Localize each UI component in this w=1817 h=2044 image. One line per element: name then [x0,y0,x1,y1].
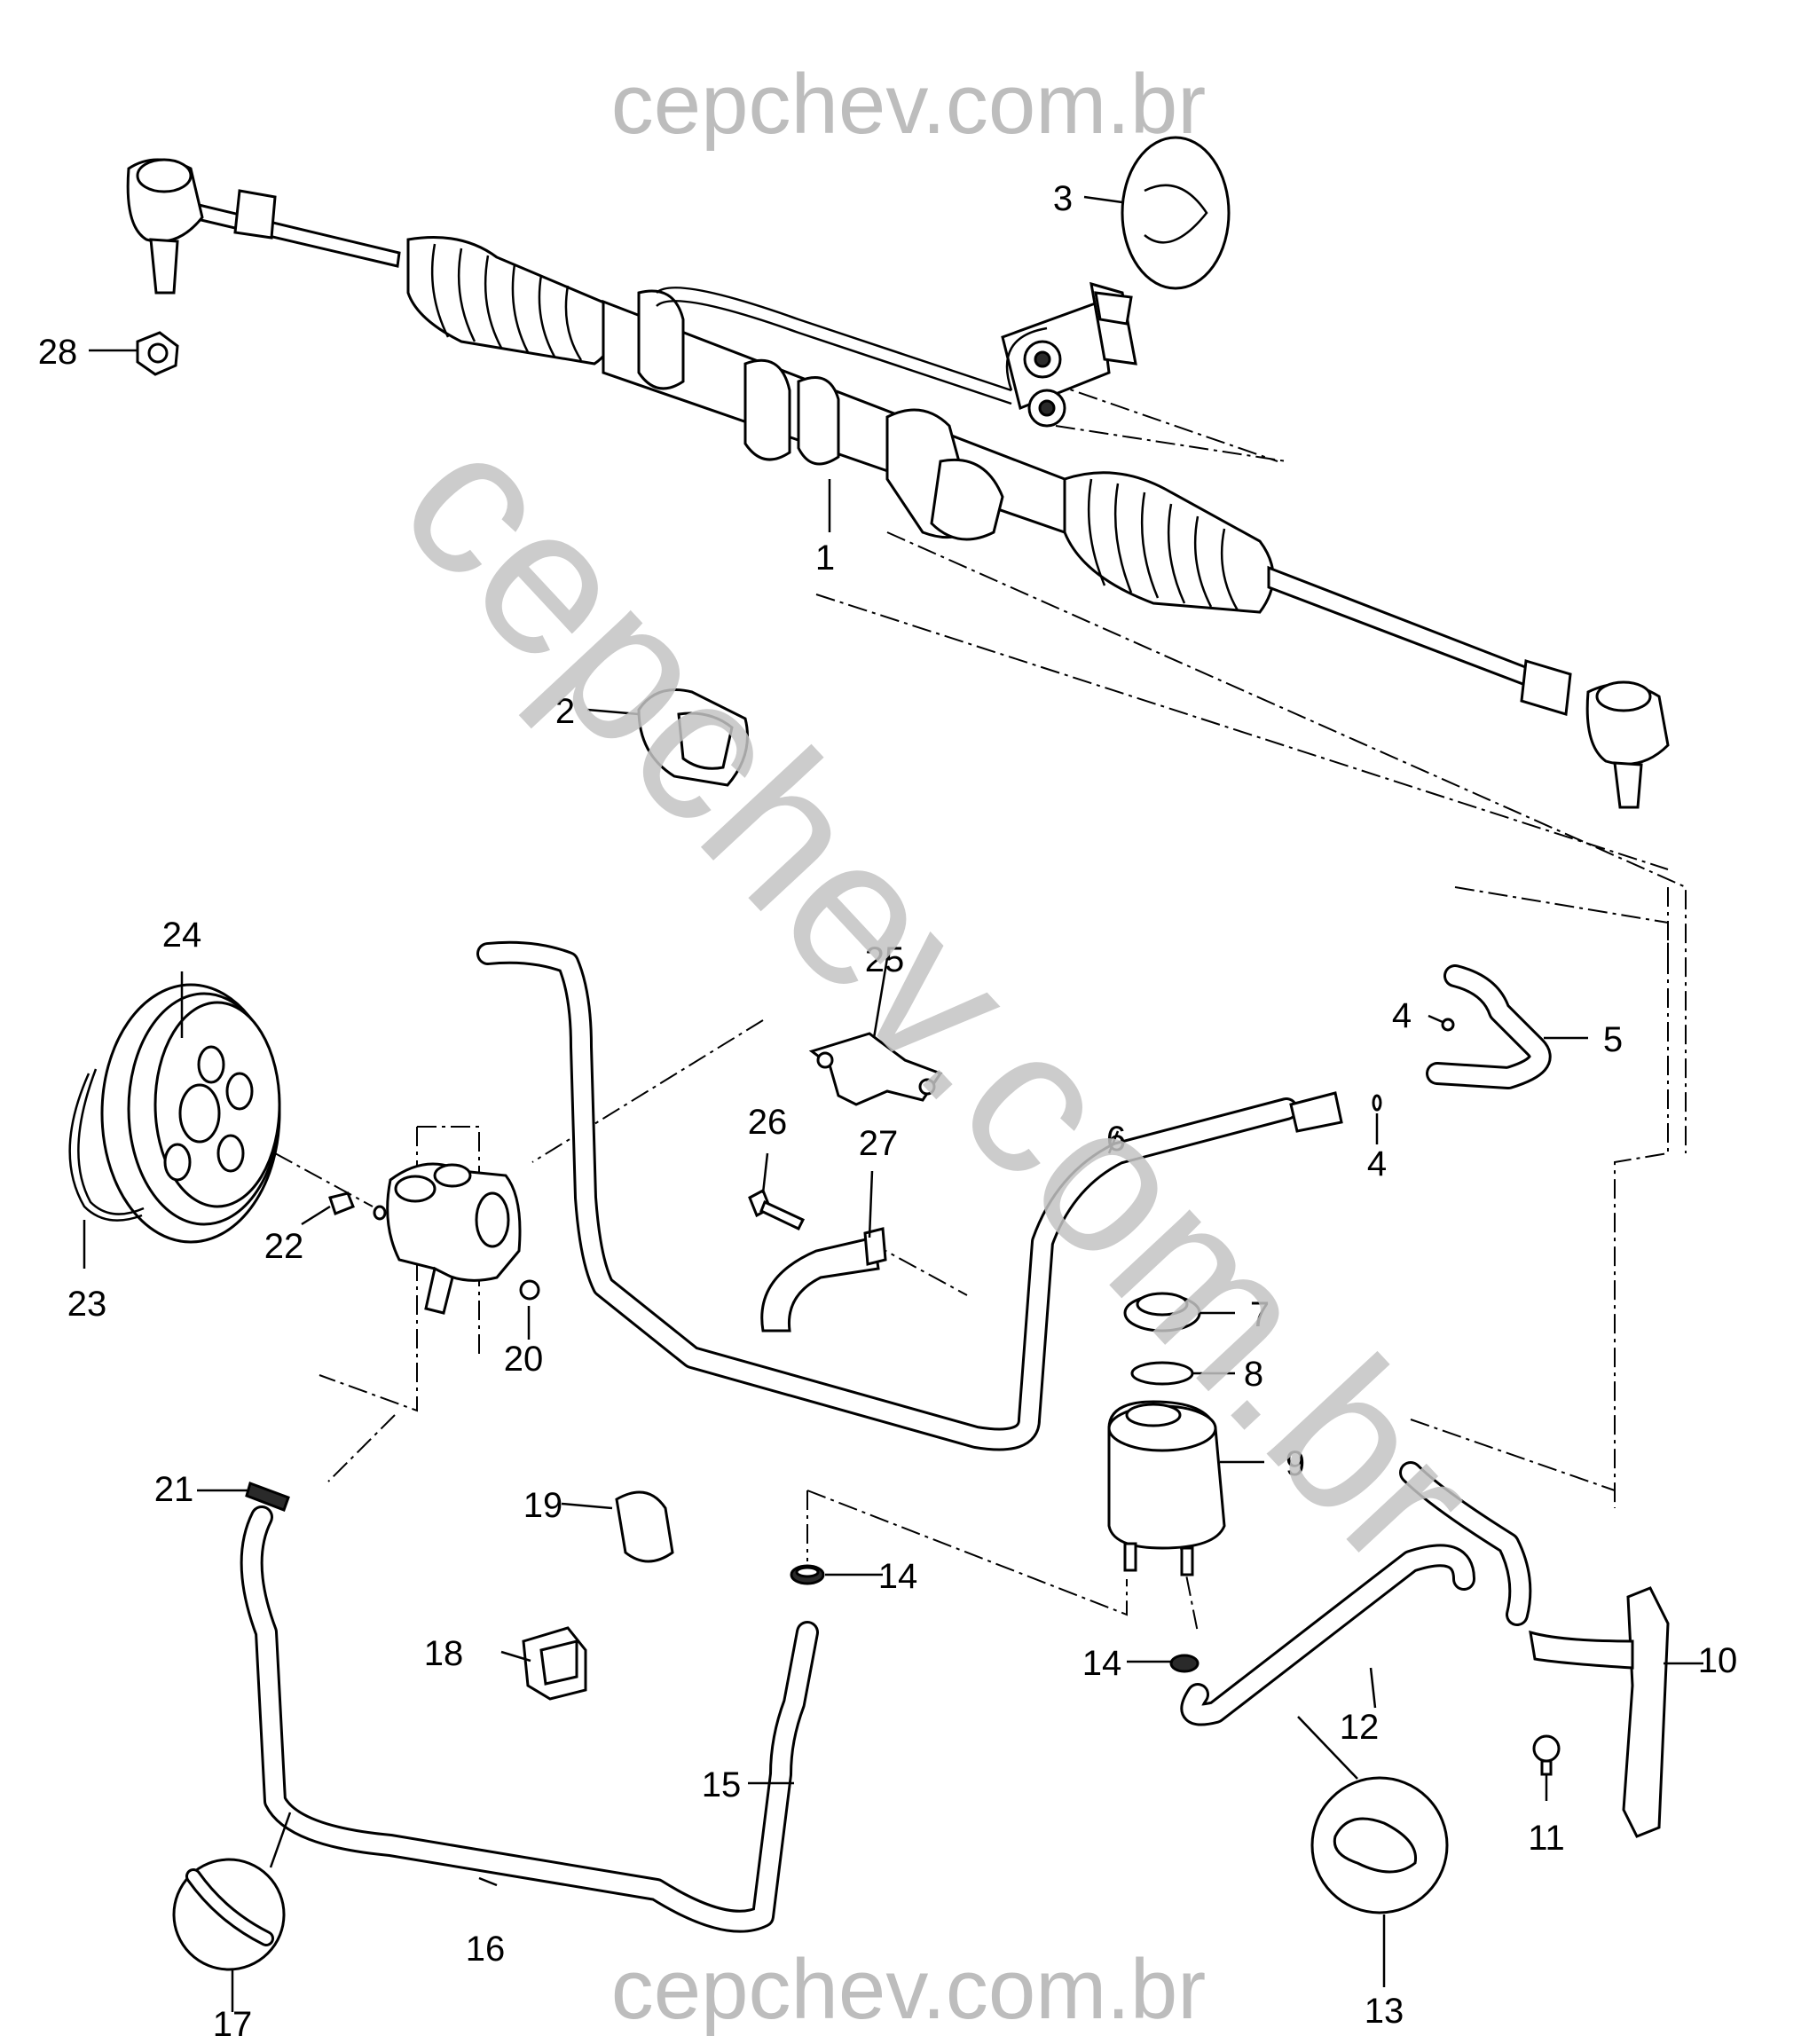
part-17-hose-section [172,1858,286,1971]
part-19-clip [615,1490,674,1563]
callout-23: 23 [67,1285,107,1324]
callout-6: 6 [1106,1120,1126,1159]
part-4-oring-lower [1372,1094,1382,1112]
part-14-clamp-lower [1169,1654,1200,1673]
part-2-bushing [637,688,749,787]
callout-21: 21 [154,1470,194,1509]
callout-14-lower: 14 [1082,1644,1122,1683]
callout-19: 19 [523,1486,563,1525]
callout-9: 9 [1286,1444,1305,1483]
callout-14-upper: 14 [878,1557,918,1596]
callout-26: 26 [748,1103,788,1142]
part-28-nut [136,331,179,376]
callout-18: 18 [424,1634,464,1673]
callout-25: 25 [865,940,905,979]
part-10-bracket [1529,1586,1670,1838]
callout-10: 10 [1698,1641,1738,1680]
callout-11: 11 [1528,1819,1565,1858]
callout-2: 2 [555,692,575,731]
callout-17: 17 [213,2005,253,2044]
callout-20: 20 [504,1340,544,1379]
watermark-footer: cepchev.com.br [611,1942,1207,2037]
callout-4-lower: 4 [1367,1144,1387,1183]
callout-16: 16 [466,1930,506,1969]
part-7-cap [1123,1292,1201,1333]
callout-22: 22 [264,1227,304,1266]
part-9-reservoir [1107,1400,1226,1576]
steering-rack-assembly [126,158,1670,809]
leader-lines [83,195,1703,2012]
callout-24: 24 [162,916,202,955]
part-4-oring-upper [1441,1018,1455,1032]
part-20-nut [519,1279,540,1301]
power-steering-pump [386,1162,522,1315]
callout-15: 15 [702,1765,742,1804]
callout-7: 7 [1250,1295,1270,1334]
part-18-clip [522,1626,587,1701]
callout-3: 3 [1053,179,1073,218]
part-26-bolt [748,1188,806,1230]
callout-28: 28 [38,333,78,372]
callout-labels: 1 2 3 4 4 5 6 7 8 9 10 11 12 13 14 14 15… [38,179,1738,2044]
callout-13: 13 [1365,1992,1404,2031]
part-23-belt [68,1068,145,1222]
part-13-clip [1310,1776,1449,1914]
part-11-bolt [1532,1734,1561,1776]
watermark-header: cepchev.com.br [611,57,1207,152]
part-3-boot [1121,136,1231,290]
left-bellows [406,236,616,366]
callout-27: 27 [859,1124,899,1163]
part-25-bracket [808,1032,943,1106]
assembly-guide-lines [274,381,1687,1633]
right-bellows [1063,471,1275,614]
hoses [240,940,1552,1933]
callout-12: 12 [1340,1708,1380,1747]
callout-4-upper: 4 [1392,996,1412,1035]
callout-8: 8 [1244,1355,1263,1394]
part-24-pulley [100,983,281,1244]
part-6-fitting [1289,1091,1343,1133]
callout-5: 5 [1603,1020,1623,1059]
part-22-bolt [328,1191,387,1221]
callout-1: 1 [815,539,835,578]
part-14-clamp-upper [790,1564,825,1585]
part-21-clamp [245,1482,290,1512]
part-27-clamp [760,1227,887,1333]
